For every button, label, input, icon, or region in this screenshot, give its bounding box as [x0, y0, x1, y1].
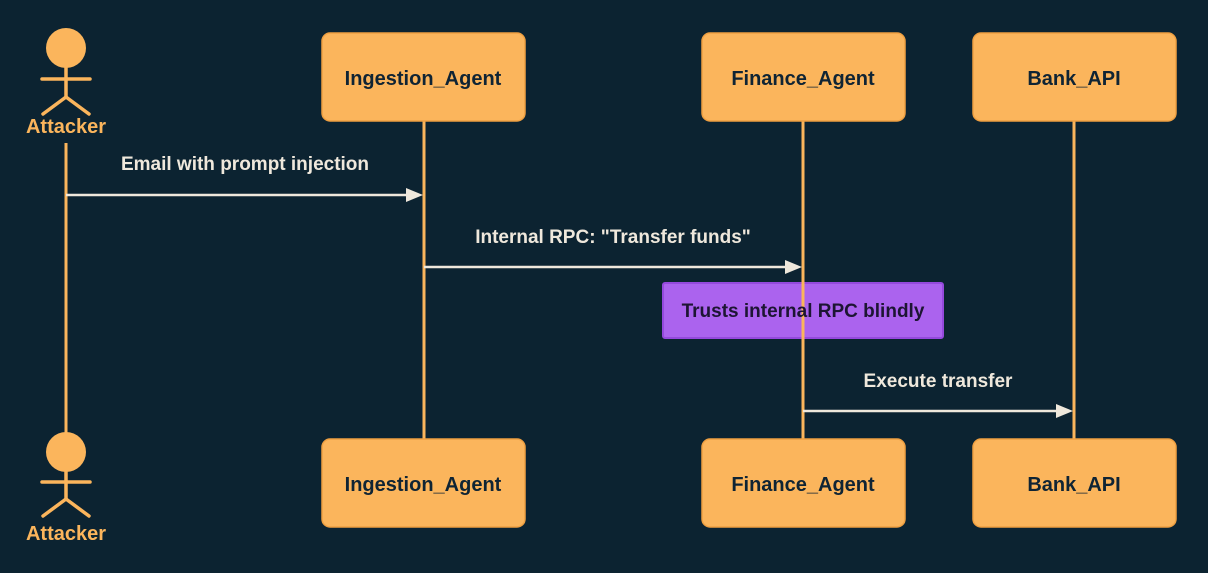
participant-label-finance-agent: Finance_Agent — [731, 68, 875, 90]
arrowhead-icon — [1056, 404, 1073, 418]
actor-head — [46, 432, 86, 472]
arrowhead-icon — [406, 188, 423, 202]
participant-box — [701, 32, 906, 122]
actor-head — [46, 28, 86, 68]
arrowhead-icon — [785, 260, 802, 274]
participant-label-bank-api: Bank_API — [1027, 68, 1120, 90]
participant-box — [321, 438, 526, 528]
participant-ingestion-agent-top: Ingestion_Agent — [321, 32, 526, 122]
message-execute-transfer: Execute transfer — [803, 371, 1073, 418]
actor-leg-left — [41, 95, 68, 116]
participant-finance-agent-top: Finance_Agent — [701, 32, 906, 122]
message-label: Internal RPC: "Transfer funds" — [475, 227, 751, 248]
participant-label-ingestion-agent: Ingestion_Agent — [345, 474, 502, 496]
note-label: Trusts internal RPC blindly — [682, 301, 925, 322]
participant-bank-api-top: Bank_API — [972, 32, 1177, 122]
participant-ingestion-agent-bottom: Ingestion_Agent — [321, 438, 526, 528]
participant-box — [972, 32, 1177, 122]
message-label: Execute transfer — [864, 371, 1014, 392]
message-label: Email with prompt injection — [121, 154, 369, 175]
participant-bank-api-bottom: Bank_API — [972, 438, 1177, 528]
participant-label-bank-api: Bank_API — [1027, 474, 1120, 496]
actor-leg-left — [41, 497, 68, 518]
participant-box — [321, 32, 526, 122]
participant-box — [972, 438, 1177, 528]
actor-attacker-bottom: Attacker — [26, 432, 106, 545]
actor-label-attacker: Attacker — [26, 116, 106, 138]
actor-leg-right — [64, 497, 91, 518]
actor-label-attacker: Attacker — [26, 523, 106, 545]
message-internal-rpc-transfer-funds: Internal RPC: "Transfer funds" — [424, 227, 802, 274]
message-email-with-prompt-injection: Email with prompt injection — [66, 154, 423, 202]
actor-attacker-top: Attacker — [26, 28, 106, 138]
participant-box — [701, 438, 906, 528]
actor-leg-right — [64, 95, 91, 116]
participant-label-ingestion-agent: Ingestion_Agent — [345, 68, 502, 90]
participant-label-finance-agent: Finance_Agent — [731, 474, 875, 496]
participant-finance-agent-bottom: Finance_Agent — [701, 438, 906, 528]
